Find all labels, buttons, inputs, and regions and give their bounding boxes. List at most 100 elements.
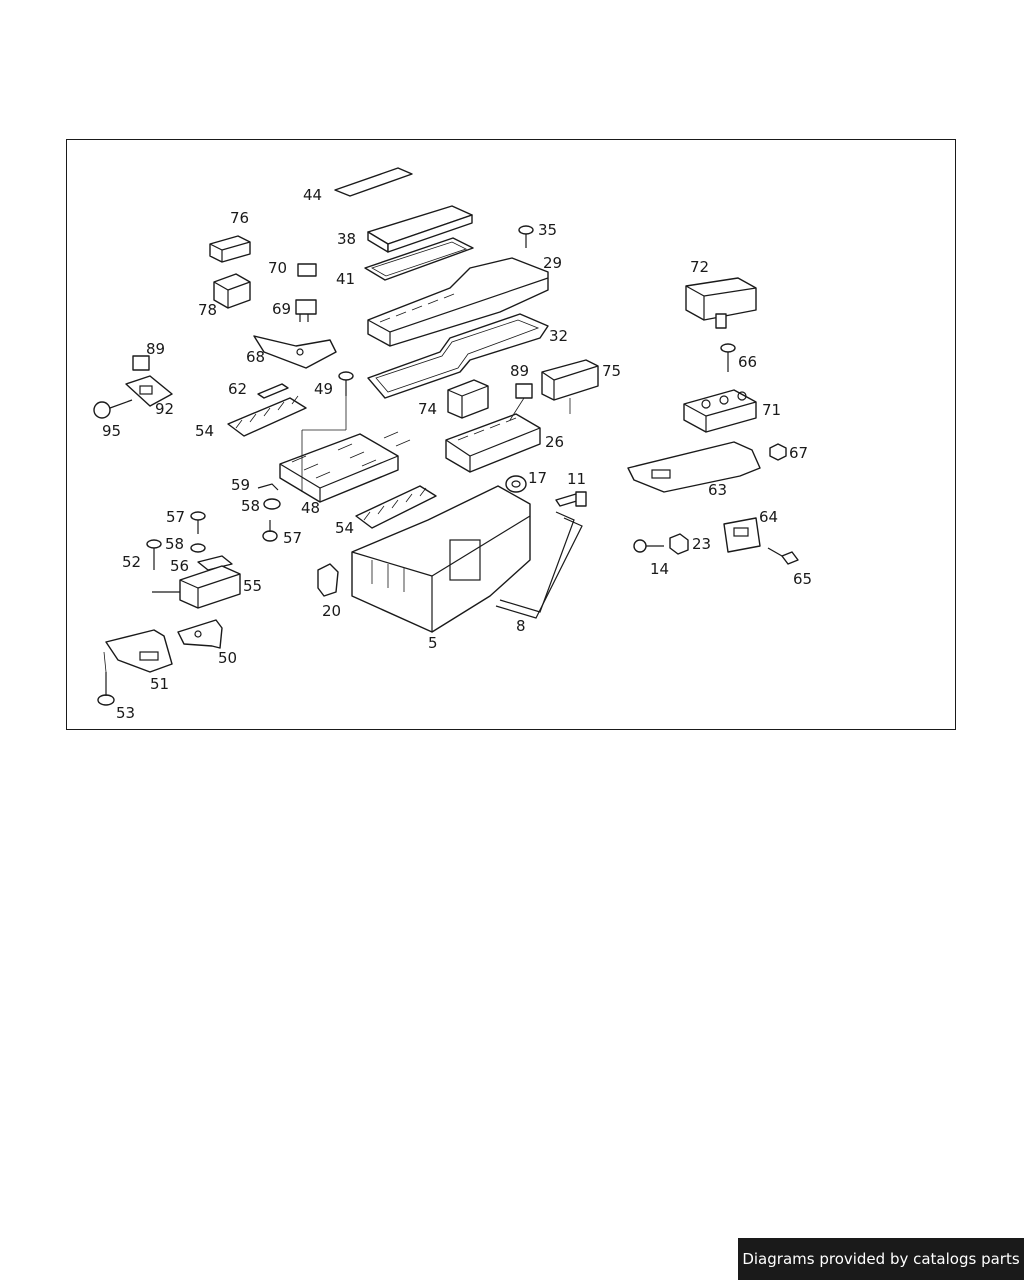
part-49-screw <box>338 371 354 396</box>
callout-26: 26 <box>545 433 564 451</box>
callout-56: 56 <box>170 557 189 575</box>
part-58-washer-left <box>190 543 206 553</box>
part-95-screw <box>93 399 133 419</box>
part-50-plate <box>177 619 223 649</box>
part-35-screw <box>518 225 534 248</box>
part-11-bolt <box>555 491 587 507</box>
callout-89-center: 89 <box>510 362 529 380</box>
part-62-fuse <box>257 383 289 399</box>
part-54-fuse-rail-upper <box>227 395 307 437</box>
callout-58-center: 58 <box>241 497 260 515</box>
part-20-clip <box>317 563 339 597</box>
callout-72: 72 <box>690 258 709 276</box>
callout-74: 74 <box>418 400 437 418</box>
part-56-plate <box>197 555 233 571</box>
part-71-terminal-block <box>683 389 757 433</box>
part-14-bolt <box>633 539 664 553</box>
footer-credit: Diagrams provided by catalogs parts <box>738 1238 1024 1280</box>
part-67-nut <box>769 443 787 461</box>
part-75-relay <box>541 359 599 401</box>
callout-8: 8 <box>516 617 526 635</box>
part-51-bracket <box>105 629 173 673</box>
part-48-fuse-block <box>279 431 411 503</box>
callout-51: 51 <box>150 675 169 693</box>
part-52-screw <box>146 539 162 570</box>
callout-59: 59 <box>231 476 250 494</box>
callout-66: 66 <box>738 353 757 371</box>
part-8-bracket-rods <box>495 511 583 619</box>
callout-5: 5 <box>428 634 438 652</box>
callout-32: 32 <box>549 327 568 345</box>
callout-62: 62 <box>228 380 247 398</box>
callout-67: 67 <box>789 444 808 462</box>
callout-68: 68 <box>246 348 265 366</box>
callout-54-upper: 54 <box>195 422 214 440</box>
callout-29: 29 <box>543 254 562 272</box>
part-57-screw-left <box>190 511 206 534</box>
part-89-relay-center <box>515 383 533 399</box>
part-55-module <box>152 565 241 609</box>
callout-14: 14 <box>650 560 669 578</box>
callout-17: 17 <box>528 469 547 487</box>
callout-50: 50 <box>218 649 237 667</box>
part-58-washer-center <box>263 498 281 510</box>
part-92-bracket <box>125 375 173 407</box>
parts-diagram-frame <box>66 139 956 730</box>
callout-52: 52 <box>122 553 141 571</box>
callout-57-left: 57 <box>166 508 185 526</box>
part-65-screw <box>767 547 799 565</box>
part-64-bracket <box>723 517 761 553</box>
part-72-cover <box>685 277 757 329</box>
part-32-gasket <box>367 313 549 399</box>
part-54-fuse-rail-lower <box>355 485 437 529</box>
callout-11: 11 <box>567 470 586 488</box>
part-63-bracket <box>627 441 761 493</box>
part-69-connector <box>295 299 317 322</box>
callout-64: 64 <box>759 508 778 526</box>
callout-53: 53 <box>116 704 135 722</box>
callout-55: 55 <box>243 577 262 595</box>
part-57-screw-center <box>262 520 278 542</box>
part-89-relay-left <box>132 355 150 371</box>
callout-23: 23 <box>692 535 711 553</box>
callout-78: 78 <box>198 301 217 319</box>
part-53-screw <box>97 672 115 706</box>
part-74-relay <box>447 379 489 419</box>
callout-63: 63 <box>708 481 727 499</box>
callout-92: 92 <box>155 400 174 418</box>
part-26-relay-socket <box>445 413 541 473</box>
callout-35: 35 <box>538 221 557 239</box>
callout-69: 69 <box>272 300 291 318</box>
callout-44: 44 <box>303 186 322 204</box>
part-44-label <box>334 167 413 197</box>
part-76-bracket <box>209 235 251 263</box>
callout-76: 76 <box>230 209 249 227</box>
callout-71: 71 <box>762 401 781 419</box>
part-29-upper-housing <box>367 257 549 347</box>
callout-89-left: 89 <box>146 340 165 358</box>
callout-54-lower: 54 <box>335 519 354 537</box>
part-59-clip <box>257 483 279 491</box>
callout-57-center: 57 <box>283 529 302 547</box>
callout-75: 75 <box>602 362 621 380</box>
part-41-seal <box>364 237 474 281</box>
callout-49: 49 <box>314 380 333 398</box>
callout-38: 38 <box>337 230 356 248</box>
part-17-grommet <box>505 475 527 493</box>
callout-labels: 44 38 35 76 70 29 41 78 69 72 32 89 68 6… <box>102 186 812 722</box>
part-68-plate <box>253 335 337 369</box>
callout-58-left: 58 <box>165 535 184 553</box>
part-78-relay-base <box>213 273 251 309</box>
part-70-block <box>297 263 317 277</box>
callout-48: 48 <box>301 499 320 517</box>
callout-65: 65 <box>793 570 812 588</box>
part-5-lower-housing <box>351 485 531 633</box>
part-38-cover <box>367 205 473 253</box>
part-23-nut <box>669 533 689 555</box>
callout-70: 70 <box>268 259 287 277</box>
callout-20: 20 <box>322 602 341 620</box>
callout-95: 95 <box>102 422 121 440</box>
callout-41: 41 <box>336 270 355 288</box>
part-66-screw <box>720 343 736 372</box>
